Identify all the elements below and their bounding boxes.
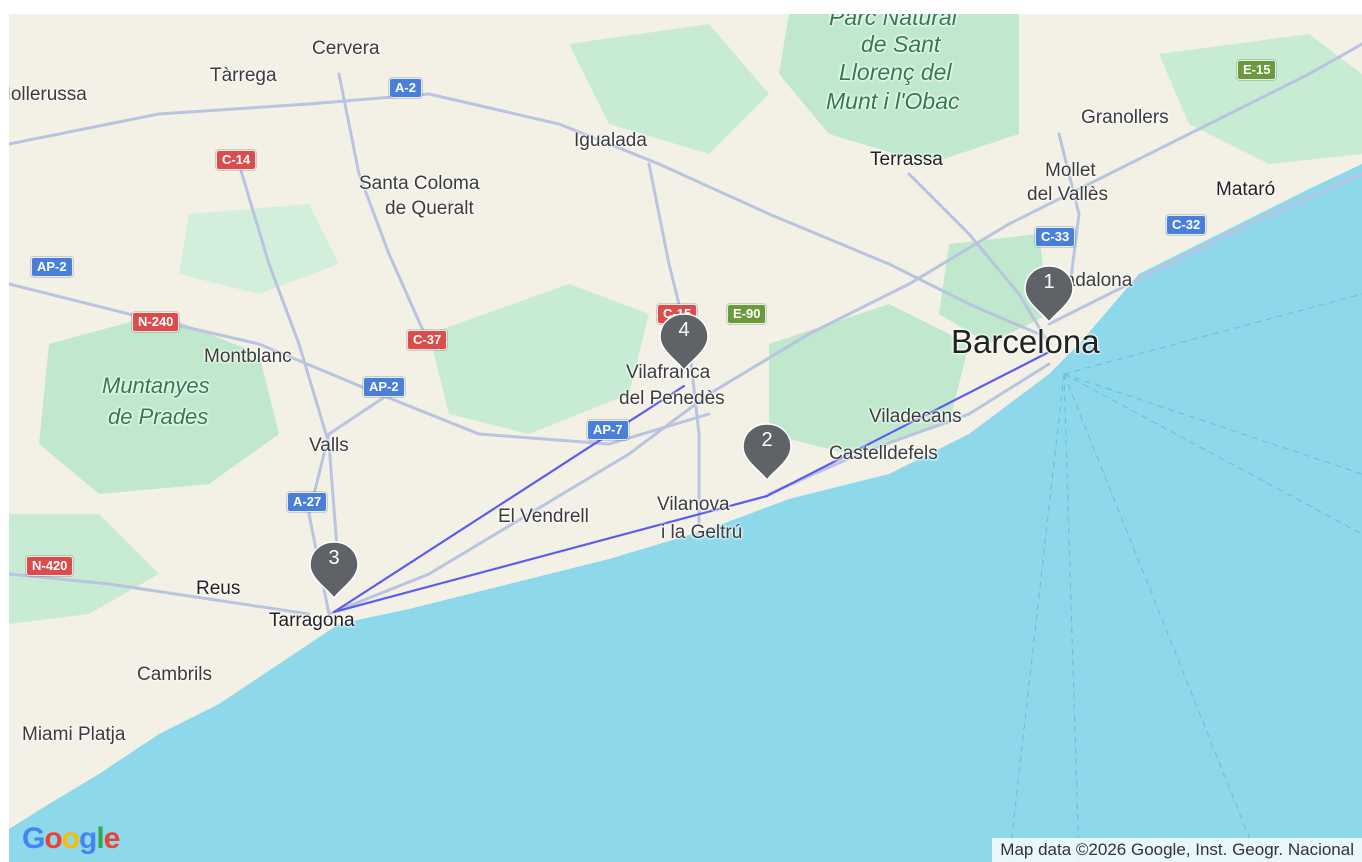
road-ap7 xyxy=(327,42,1362,616)
road-c14 xyxy=(237,162,341,576)
sea-lane-2 xyxy=(1063,373,1362,475)
park-area-collserola xyxy=(939,234,1049,344)
sea-lane-1 xyxy=(1063,293,1362,375)
place-label-cambrils: Cambrils xyxy=(137,664,212,685)
place-label-cervera: Cervera xyxy=(312,38,380,59)
place-label-miami: Miami Platja xyxy=(22,724,126,745)
place-label-mollet: Mollet xyxy=(1045,160,1096,181)
road-shield-ap2-west: AP-2 xyxy=(31,257,73,277)
marker-number: 1 xyxy=(1043,271,1055,293)
place-label-vendrell: El Vendrell xyxy=(498,506,589,527)
marker-number: 3 xyxy=(328,547,340,569)
road-granollers xyxy=(1057,132,1081,296)
place-label-castelldefels: Castelldefels xyxy=(829,443,938,464)
map-canvas[interactable]: Cervera Tàrrega Mollerussa Igualada Sant… xyxy=(9,14,1362,862)
road-shield-e90: E-90 xyxy=(727,304,767,324)
place-label-mollet-2: del Vallès xyxy=(1027,184,1108,205)
marker-number: 4 xyxy=(678,319,690,341)
road-shield-ap2-mid: AP-2 xyxy=(363,377,405,397)
place-label-valls: Valls xyxy=(309,435,349,456)
place-label-parc-2: de Sant xyxy=(861,31,941,57)
sea-lane-4 xyxy=(1008,373,1065,862)
marker-pin-icon xyxy=(1024,265,1074,324)
sea-lane-5 xyxy=(1063,373,1080,862)
park-area-north xyxy=(569,24,769,154)
place-label-muntanyes-2: de Prades xyxy=(108,404,209,429)
park-area-center xyxy=(429,284,649,434)
place-label-tarragona: Tarragona xyxy=(269,610,355,631)
place-label-reus: Reus xyxy=(196,578,241,599)
road-c32 xyxy=(1047,172,1362,326)
road-c37 xyxy=(337,72,431,346)
park-area-west xyxy=(9,514,159,624)
place-label-mataro: Mataró xyxy=(1216,179,1276,200)
marker-number: 2 xyxy=(761,429,773,451)
park-area-sant-llorenc xyxy=(779,14,1019,164)
park-area-prades xyxy=(39,314,279,494)
place-label-granollers: Granollers xyxy=(1081,107,1169,128)
place-label-santa-coloma-2: de Queralt xyxy=(385,198,474,219)
place-label-terrassa: Terrassa xyxy=(870,149,943,170)
place-label-vilafranca-2: del Penedès xyxy=(619,388,725,409)
map-base xyxy=(9,14,1362,862)
road-shield-c37: C-37 xyxy=(407,330,448,350)
route-1-2 xyxy=(765,350,1051,498)
road-a2 xyxy=(9,92,1041,336)
place-label-parc-3: Llorenç del xyxy=(839,59,952,85)
place-label-parc: Parc Natural xyxy=(829,14,957,30)
road-n420 xyxy=(9,572,311,616)
map-marker-1[interactable]: 1 xyxy=(1023,264,1075,324)
place-label-barcelona: Barcelona xyxy=(951,323,1100,360)
google-logo-text: Google xyxy=(22,822,120,855)
google-logo: Google xyxy=(22,822,120,856)
place-label-igualada: Igualada xyxy=(574,130,647,151)
place-label-montblanc: Montblanc xyxy=(204,346,292,367)
route-2-3 xyxy=(332,494,769,614)
marker-pin-icon xyxy=(659,313,709,372)
road-shield-a27: A-27 xyxy=(287,492,328,512)
road-shield-n240: N-240 xyxy=(132,312,180,332)
map-marker-2[interactable]: 2 xyxy=(741,422,793,482)
place-label-vilafranca: Vilafranca xyxy=(626,362,711,383)
road-shield-ap7: AP-7 xyxy=(587,420,629,440)
place-label-viladecans: Viladecans xyxy=(869,406,962,427)
sea-lane-6 xyxy=(1063,373,1362,535)
road-shield-a2: A-2 xyxy=(389,78,422,98)
map-marker-3[interactable]: 3 xyxy=(308,540,360,600)
map-attribution[interactable]: Map data ©2026 Google, Inst. Geogr. Naci… xyxy=(992,838,1362,862)
place-label-mollerussa: Mollerussa xyxy=(9,84,87,105)
road-shield-c32: C-32 xyxy=(1166,215,1207,235)
place-label-parc-4: Munt i l'Obac xyxy=(826,88,960,114)
marker-pin-icon xyxy=(309,541,359,600)
road-terrassa xyxy=(907,172,1051,346)
road-shield-c33: C-33 xyxy=(1035,227,1076,247)
park-area-penedes xyxy=(769,304,969,454)
road-shield-n420: N-420 xyxy=(26,556,74,576)
place-label-santa-coloma: Santa Coloma xyxy=(359,173,480,194)
road-shield-e15: E-15 xyxy=(1237,60,1277,80)
marker-pin-icon xyxy=(742,423,792,482)
road-shield-c14: C-14 xyxy=(216,150,257,170)
place-label-tarrega: Tàrrega xyxy=(210,65,277,86)
place-label-muntanyes: Muntanyes xyxy=(102,373,210,398)
map-marker-4[interactable]: 4 xyxy=(658,312,710,372)
park-area-montsant xyxy=(179,204,339,294)
place-label-vilanova: Vilanova xyxy=(657,494,730,515)
place-label-vilanova-2: i la Geltrú xyxy=(661,522,743,543)
sea xyxy=(9,164,1362,862)
road-e90 xyxy=(767,362,1051,496)
